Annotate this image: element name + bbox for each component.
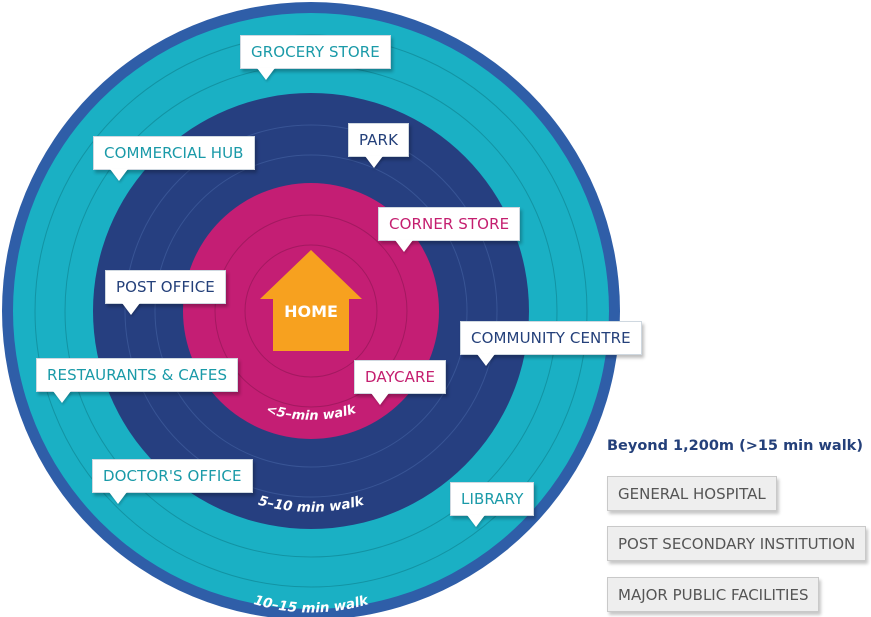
callout-community-centre: COMMUNITY CENTRE bbox=[460, 321, 642, 355]
callout-commercial-hub: COMMERCIAL HUB bbox=[93, 136, 255, 170]
callout-library: LIBRARY bbox=[450, 482, 535, 516]
callout-grocery-store: GROCERY STORE bbox=[240, 35, 391, 69]
inner-ring-guide bbox=[214, 214, 408, 408]
home-icon bbox=[260, 250, 362, 351]
inner-ring-guide bbox=[244, 244, 378, 378]
callout-restaurants-cafes: RESTAURANTS & CAFES bbox=[36, 358, 239, 392]
callout-daycare: DAYCARE bbox=[354, 360, 447, 394]
callout-post-office: POST OFFICE bbox=[105, 270, 226, 304]
beyond-item-general-hospital: GENERAL HOSPITAL bbox=[607, 476, 777, 511]
callout-corner-store: CORNER STORE bbox=[378, 207, 521, 241]
callout-park: PARK bbox=[348, 123, 410, 157]
beyond-item-post-secondary: POST SECONDARY INSTITUTION bbox=[607, 526, 867, 561]
callout-doctors-office: DOCTOR'S OFFICE bbox=[92, 459, 253, 493]
beyond-heading: Beyond 1,200m (>15 min walk) bbox=[607, 438, 863, 454]
home-label: HOME bbox=[284, 302, 338, 321]
middle-ring-guide bbox=[154, 154, 468, 468]
beyond-item-major-public-facilities: MAJOR PUBLIC FACILITIES bbox=[607, 577, 820, 612]
middle-ring-label: 5–10 min walk bbox=[257, 493, 367, 516]
